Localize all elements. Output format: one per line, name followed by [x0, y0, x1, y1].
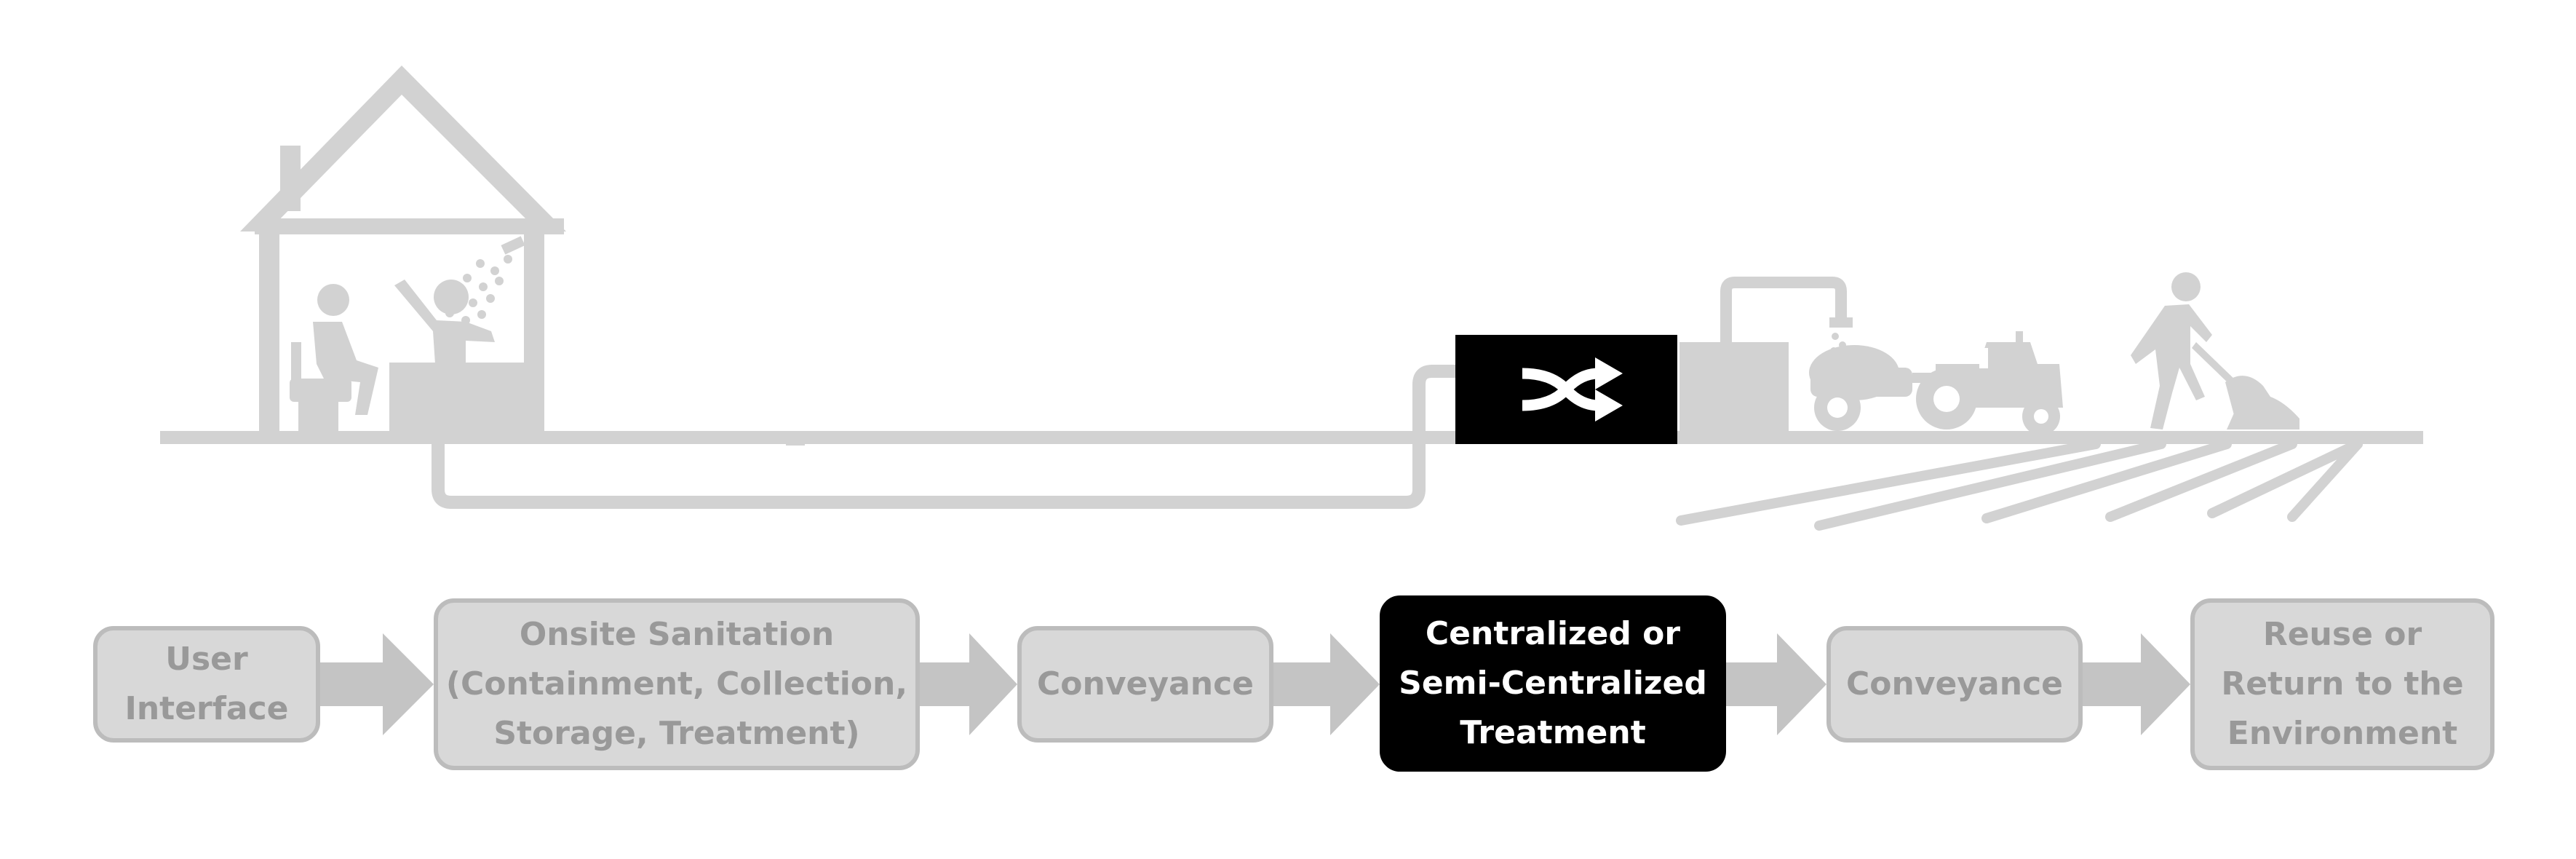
shuffle-icon	[1522, 357, 1623, 421]
step-user-interface: User Interface	[93, 626, 320, 743]
step-conveyance-1: Conveyance	[1017, 626, 1273, 743]
step-reuse-return-label: Reuse or Return to the Environment	[2221, 616, 2464, 752]
house-icon	[240, 66, 566, 435]
tractor-icon	[1809, 331, 2063, 435]
step-centralized-treatment: Centralized or Semi-Centralized Treatmen…	[1380, 595, 1726, 772]
farmer-icon	[2131, 272, 2299, 430]
step-user-interface-label: User Interface	[124, 641, 289, 727]
flow-arrow-4	[1726, 633, 1826, 735]
step-onsite-sanitation-label: Onsite Sanitation (Containment, Collecti…	[445, 616, 908, 752]
field-furrows	[1676, 439, 2363, 531]
sanitation-illustration	[160, 66, 2423, 531]
toilet-user-icon	[290, 284, 378, 431]
step-conveyance-1-label: Conveyance	[1037, 665, 1254, 702]
ground-line	[160, 431, 2423, 444]
sewer-pipe	[432, 365, 1463, 509]
treatment-unit	[1455, 335, 1677, 444]
step-conveyance-2-label: Conveyance	[1846, 665, 2063, 702]
flow-arrow-5	[2083, 633, 2190, 735]
step-reuse-return: Reuse or Return to the Environment	[2190, 598, 2494, 770]
step-conveyance-2: Conveyance	[1826, 626, 2083, 743]
storage-tank	[1679, 277, 1853, 435]
step-centralized-treatment-label: Centralized or Semi-Centralized Treatmen…	[1399, 615, 1707, 751]
showering-person-icon	[389, 280, 542, 435]
flow-arrow-3	[1273, 633, 1380, 735]
flow-arrow-2	[920, 633, 1017, 735]
step-onsite-sanitation: Onsite Sanitation (Containment, Collecti…	[434, 598, 920, 770]
flow-arrow-1	[320, 633, 434, 735]
